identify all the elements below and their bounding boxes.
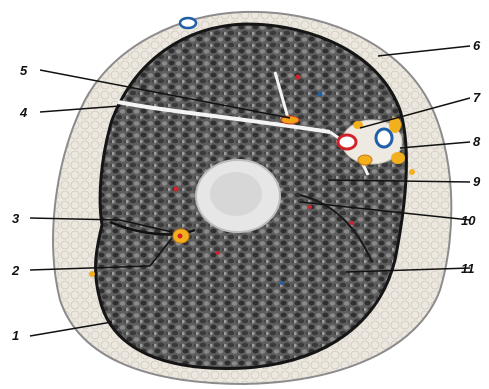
fat-node-left [89,271,95,277]
label-2: 2 [11,263,20,278]
sciatic-artery-dot [178,234,183,239]
vessel-dot-red-1 [296,75,301,80]
label-10: 10 [461,213,476,228]
vessel-dot-red-3 [308,205,312,209]
vessel-dot-red-4 [350,221,354,225]
label-3: 3 [12,211,20,226]
vessel-dot-blue-2 [280,281,284,285]
fat-node-right [409,169,415,175]
vein-superficial-top [180,18,196,28]
nerve-saphenous [358,155,372,165]
label-4: 4 [19,105,28,120]
label-9: 9 [473,174,481,189]
bone-marrow [210,172,262,216]
label-11: 11 [461,261,475,276]
label-5: 5 [20,63,28,78]
vessel-dot-red-5 [216,251,220,255]
label-7: 7 [473,90,481,105]
vessel-dot-red-2 [174,187,179,192]
artery-femoral [338,135,356,149]
label-6: 6 [473,38,481,53]
vein-femoral [376,129,392,147]
leader-line-6 [378,46,470,56]
fat-yellow-2 [391,152,405,164]
label-8: 8 [473,134,481,149]
label-1: 1 [12,328,19,343]
vessel-dot-blue-1 [318,92,323,97]
